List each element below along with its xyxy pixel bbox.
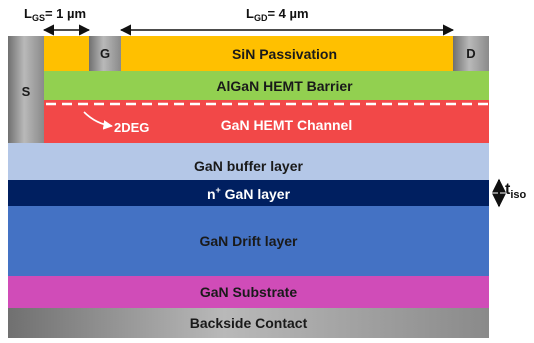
lgs-label: LGS= 1 µm [24, 6, 87, 23]
twodeg-pointer-arrow [83, 111, 113, 130]
drain-contact: D [453, 36, 489, 71]
lgd-label: LGD= 4 µm [246, 6, 309, 23]
channel-layer: GaN HEMT Channel [44, 100, 489, 143]
substrate-layer: GaN Substrate [8, 276, 489, 308]
source-contact: S [8, 36, 44, 143]
drift-layer: GaN Drift layer [8, 206, 489, 276]
buffer-layer: GaN buffer layer [8, 143, 489, 180]
gate-contact: G [89, 36, 121, 71]
twodeg-label: 2DEG [114, 120, 150, 135]
barrier-layer: AlGaN HEMT Barrier [44, 71, 489, 100]
tiso-label: tiso [505, 181, 527, 201]
backside-contact: Backside Contact [8, 308, 489, 338]
nplus-layer: n+ GaN layer [8, 180, 489, 206]
